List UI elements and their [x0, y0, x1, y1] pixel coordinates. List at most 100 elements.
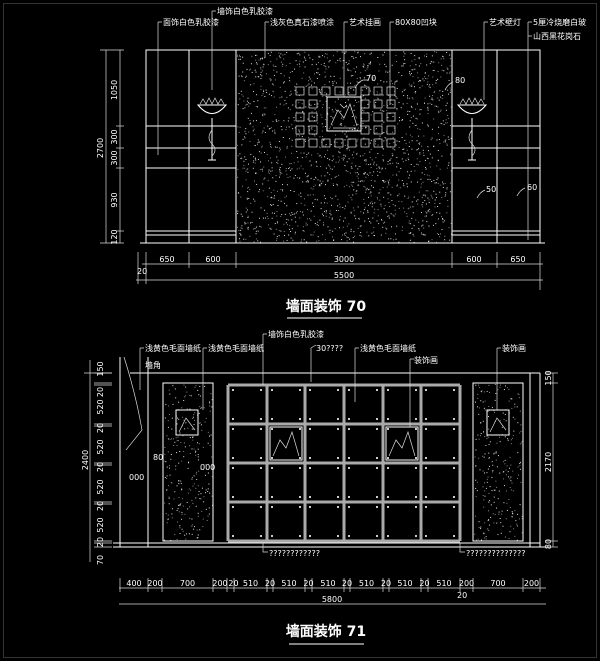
fastener [337, 506, 339, 508]
tag: 000 [200, 463, 215, 472]
tag: 50 [486, 185, 496, 194]
fastener [271, 506, 273, 508]
wall-lamp-right [456, 97, 488, 161]
dim-label: 20 [381, 579, 391, 588]
stone-panel-right [472, 382, 524, 542]
fastener [348, 418, 350, 420]
fastener [376, 496, 378, 498]
recessed-block [360, 112, 370, 122]
dim-label: 20 [96, 537, 105, 547]
recessed-block [308, 112, 318, 122]
dim-label: 510 [243, 579, 258, 588]
fastener [387, 418, 389, 420]
fastener [453, 467, 455, 469]
recessed-block [360, 86, 370, 96]
recessed-block [295, 99, 305, 109]
fastener [453, 428, 455, 430]
callout-label: 面饰白色乳胶漆 [163, 17, 219, 27]
fastener [260, 428, 262, 430]
callout-label: 80X80凹块 [395, 17, 437, 27]
fastener [453, 535, 455, 537]
dim-total: 5500 [334, 271, 354, 280]
stone-panel-left [162, 382, 214, 542]
recessed-block [295, 86, 305, 96]
callout-label: 30???? [316, 344, 343, 353]
callout-leaders [139, 333, 501, 553]
decorative-painting-left [175, 409, 199, 436]
recessed-block [295, 112, 305, 122]
fastener [376, 467, 378, 469]
recessed-block [321, 86, 331, 96]
recessed-block [308, 86, 318, 96]
panel-grid [226, 383, 462, 543]
grid-painting-right [385, 426, 419, 461]
recessed-block [295, 125, 305, 135]
fastener [425, 389, 427, 391]
fastener [348, 506, 350, 508]
horizontal-dimension [136, 252, 543, 290]
recessed-block [373, 125, 383, 135]
fastener [415, 428, 417, 430]
fastener [348, 428, 350, 430]
dim-label: 20 [265, 579, 275, 588]
callout-label: 浅黄色毛面墙纸 [360, 343, 416, 353]
fastener [232, 418, 234, 420]
fastener [271, 457, 273, 459]
recessed-blocks [295, 86, 396, 148]
fastener [415, 418, 417, 420]
shelves [146, 125, 540, 236]
recessed-block [321, 138, 331, 148]
fastener [348, 496, 350, 498]
dim-label: 400 [126, 579, 141, 588]
right-dimension [545, 372, 558, 548]
fastener [271, 467, 273, 469]
tag: 000 [129, 473, 144, 482]
dim-label: 650 [510, 255, 525, 264]
fastener [376, 428, 378, 430]
fastener [299, 467, 301, 469]
dim-total: 5800 [322, 595, 342, 604]
fastener [299, 428, 301, 430]
dim-label: 700 [180, 579, 195, 588]
tag: 80 [153, 453, 163, 462]
recessed-block [334, 86, 344, 96]
dim-label: 150 [544, 370, 553, 385]
fastener [387, 457, 389, 459]
fastener [271, 428, 273, 430]
dim-label: 520 [96, 517, 105, 532]
dim-label: 300 [110, 129, 119, 144]
fastener [348, 389, 350, 391]
recessed-block [386, 99, 396, 109]
drawing-title: 墙面装饰 70 [286, 298, 367, 315]
recessed-block [295, 138, 305, 148]
dim-label: 20 [303, 579, 313, 588]
fastener [271, 535, 273, 537]
fastener [337, 457, 339, 459]
dim-offset: 20 [137, 267, 147, 276]
art-painting [326, 96, 362, 132]
fastener [415, 389, 417, 391]
dim-label: 20 [96, 462, 105, 472]
drawing-title: 墙面装饰 71 [286, 623, 366, 640]
fastener [299, 506, 301, 508]
dim-label: 600 [205, 255, 220, 264]
recessed-block [360, 138, 370, 148]
note-label: ???????????? [269, 549, 320, 558]
recessed-block [373, 138, 383, 148]
fastener [348, 535, 350, 537]
callout-label: 墙角 [145, 360, 161, 370]
fastener [376, 535, 378, 537]
fastener [415, 535, 417, 537]
fastener [309, 428, 311, 430]
dim-label: 80 [544, 539, 553, 549]
dim-label: 200 [147, 579, 162, 588]
callout-label: 艺术挂画 [349, 17, 381, 27]
elevation-70: 面饰白色乳胶漆 墙饰白色乳胶漆 浅灰色真石漆喷涂 艺术挂画 80X80凹块 艺术… [96, 6, 586, 319]
stone-texture [164, 51, 523, 541]
decorative-painting-right [486, 409, 510, 436]
fastener [425, 428, 427, 430]
dim-label: 2170 [544, 452, 553, 472]
dim-total: 2700 [96, 138, 105, 158]
